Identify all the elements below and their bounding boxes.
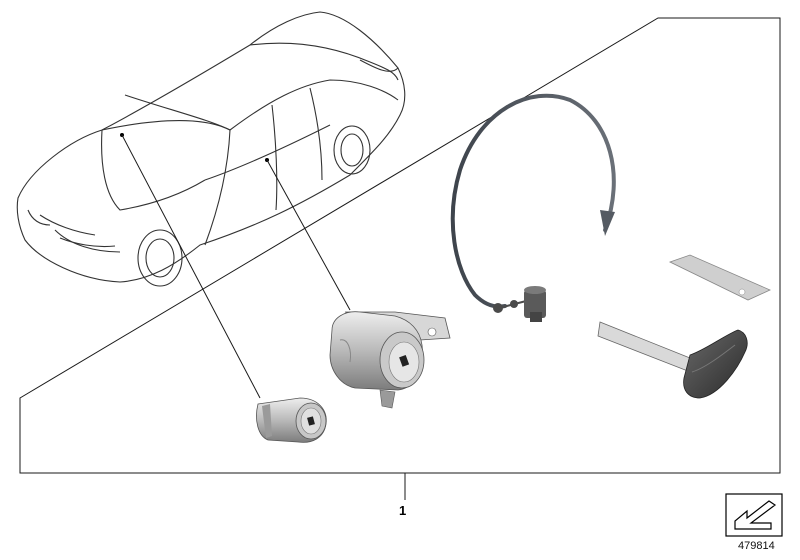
lock-cylinder-small (256, 397, 327, 443)
emergency-key (597, 321, 748, 399)
arrow-reference-icon (725, 493, 783, 537)
lock-cylinder-door (329, 311, 451, 409)
key-tag (668, 254, 771, 301)
pointer-line-door (266, 159, 351, 311)
pointer-line-glovebox (121, 134, 261, 399)
car-outline (16, 11, 406, 287)
item-number-label: 1 (399, 503, 407, 518)
kit-boundary (19, 17, 781, 474)
key-cable (450, 93, 616, 322)
image-id-label: 479814 (738, 540, 775, 552)
